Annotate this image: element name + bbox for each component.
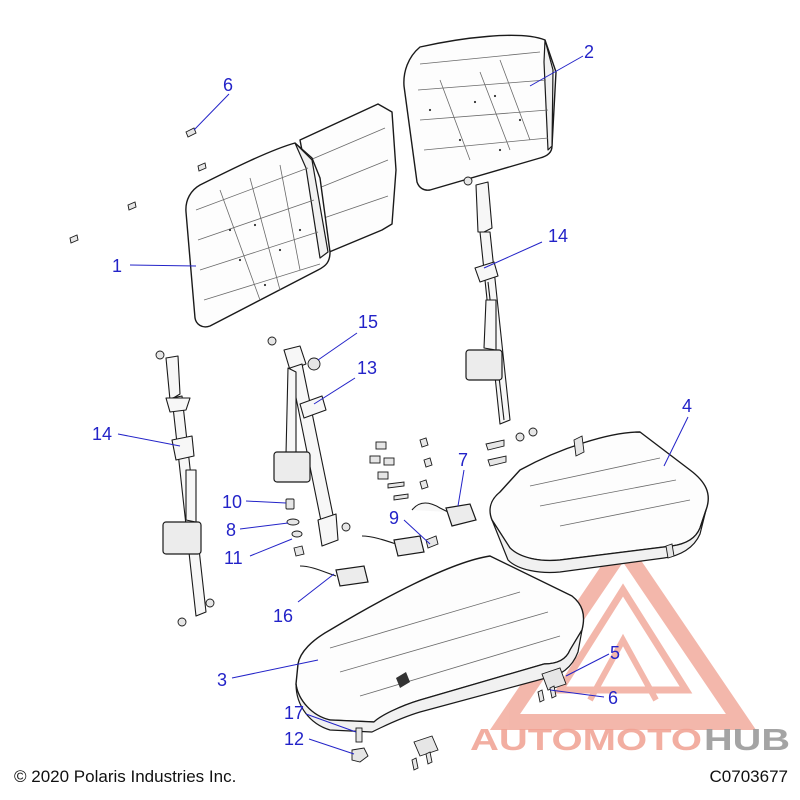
seat-cushion-right — [489, 431, 709, 574]
plug-15 — [307, 357, 321, 371]
bracket-5 — [537, 667, 567, 703]
buckle-16 — [299, 565, 369, 587]
callout-6a: 6 — [223, 75, 233, 95]
callout-12: 12 — [284, 729, 304, 749]
callout-5: 5 — [610, 643, 620, 663]
drawing-number: C0703677 — [710, 767, 788, 786]
callout-15: 15 — [358, 312, 378, 332]
buckle-7 — [411, 502, 477, 527]
bracket-lower — [411, 735, 439, 771]
callout-14a: 14 — [92, 424, 112, 444]
callout-3: 3 — [217, 670, 227, 690]
callout-7: 7 — [458, 450, 468, 470]
hardware-17-12 — [351, 727, 369, 763]
callout-10: 10 — [222, 492, 242, 512]
callout-8: 8 — [226, 520, 236, 540]
bolt-cluster — [369, 437, 507, 501]
buckle-9 — [361, 535, 439, 557]
callout-9: 9 — [389, 508, 399, 528]
callout-2: 2 — [584, 42, 594, 62]
callout-16: 16 — [273, 606, 293, 626]
copyright-text: © 2020 Polaris Industries Inc. — [14, 767, 236, 786]
watermark-brand-secondary: HUB — [704, 722, 790, 757]
seat-cushion-left — [295, 555, 585, 733]
callout-4: 4 — [682, 396, 692, 416]
screw-set-upper — [69, 127, 207, 244]
callout-17: 17 — [284, 703, 304, 723]
callout-13: 13 — [357, 358, 377, 378]
callout-1: 1 — [112, 256, 122, 276]
hardware-10-8-11 — [285, 498, 305, 557]
seat-back-left — [185, 103, 397, 328]
leader-lines — [117, 55, 689, 755]
seat-back-right — [403, 34, 557, 191]
seat-belt-right — [463, 176, 538, 442]
watermark-brand-primary: AUTOMOTO — [470, 722, 702, 757]
callout-6b: 6 — [608, 688, 618, 708]
callout-11: 11 — [224, 548, 243, 568]
seat-belt-center — [267, 336, 351, 547]
callout-14b: 14 — [548, 226, 568, 246]
seat-belt-left — [155, 350, 215, 627]
